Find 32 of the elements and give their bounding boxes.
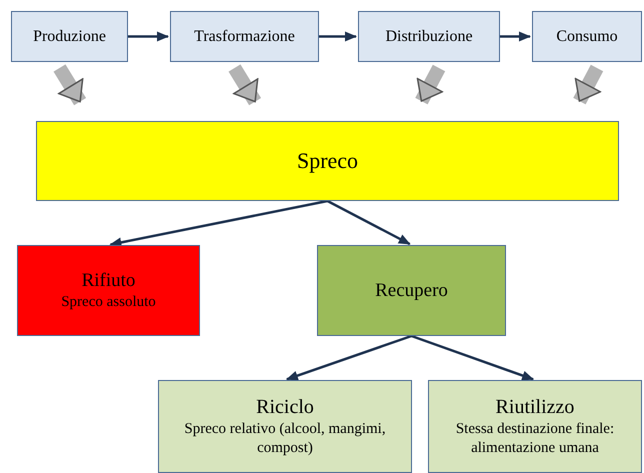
arrow xyxy=(500,32,531,42)
node-title: Consumo xyxy=(555,26,619,46)
category-box xyxy=(317,245,506,336)
arrow xyxy=(326,200,411,246)
block-arrow xyxy=(415,64,446,104)
node-description: Stessa destinazione finale: alimentazione umana xyxy=(454,420,616,458)
category-box xyxy=(158,380,412,473)
block-arrow xyxy=(228,64,262,106)
node-title: Recupero xyxy=(374,278,449,302)
arrow xyxy=(286,334,412,381)
arrow xyxy=(319,32,357,42)
stage-box xyxy=(358,11,500,62)
category-box xyxy=(36,121,619,201)
node-title: Distribuzione xyxy=(384,26,474,46)
stage-box xyxy=(170,11,319,62)
node-title: Riutilizzo xyxy=(494,394,576,420)
node-title: Produzione xyxy=(32,26,107,46)
category-box xyxy=(17,245,200,336)
category-box xyxy=(428,380,642,473)
node-description: Spreco relativo (alcool, mangimi, compost) xyxy=(183,420,387,458)
arrow xyxy=(109,200,328,248)
stage-box xyxy=(11,11,128,62)
node-title: Riciclo xyxy=(255,394,315,420)
node-description: Spreco assoluto xyxy=(60,292,157,312)
node-title: Rifiuto xyxy=(80,268,136,293)
block-arrow xyxy=(54,64,86,106)
block-arrow xyxy=(573,64,604,104)
node-title: Spreco xyxy=(296,147,360,175)
stage-box xyxy=(532,11,642,62)
node-title: Trasformazione xyxy=(193,26,296,46)
arrow xyxy=(128,32,169,42)
arrow xyxy=(411,334,534,380)
